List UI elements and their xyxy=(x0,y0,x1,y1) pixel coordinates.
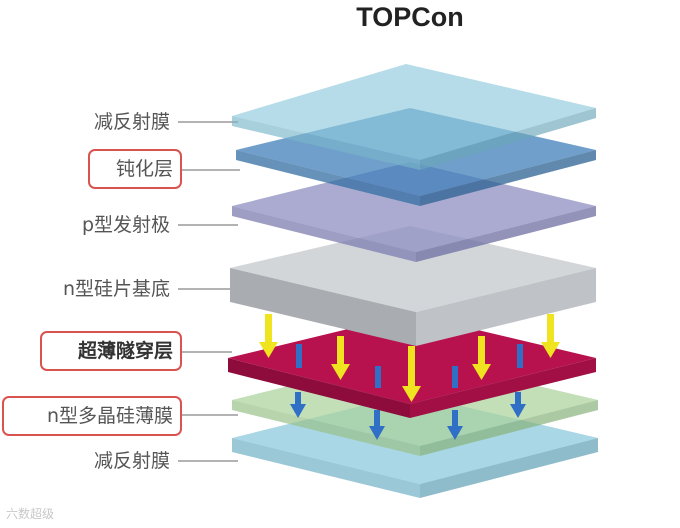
diagram-title: TOPCon xyxy=(356,2,464,32)
label-p-emitter: p型发射极 xyxy=(81,214,170,236)
label-poly-si: n型多晶硅薄膜 xyxy=(46,405,173,427)
label-n-si-substrate: n型硅片基底 xyxy=(62,278,170,300)
layer-p-emitter xyxy=(232,162,596,252)
yellow-arrows xyxy=(259,314,560,402)
blue-arrows-lower xyxy=(290,392,526,440)
leader-lines xyxy=(178,121,240,462)
label-top-arc: 减反射膜 xyxy=(93,111,170,133)
label-bottom-arc: 减反射膜 xyxy=(93,450,170,472)
label-tunnel-oxide: 超薄隧穿层 xyxy=(77,340,173,362)
layer-top-arc xyxy=(232,64,596,160)
highlight-box-passivation xyxy=(88,149,182,189)
label-passivation: 钝化层 xyxy=(115,158,173,180)
highlight-box-poly-si xyxy=(2,396,182,436)
highlight-box-tunnel xyxy=(40,331,182,371)
watermark: 六数超级 xyxy=(6,507,55,521)
layer-n-si-substrate xyxy=(230,226,596,312)
blue-arrows-upper xyxy=(296,344,523,388)
